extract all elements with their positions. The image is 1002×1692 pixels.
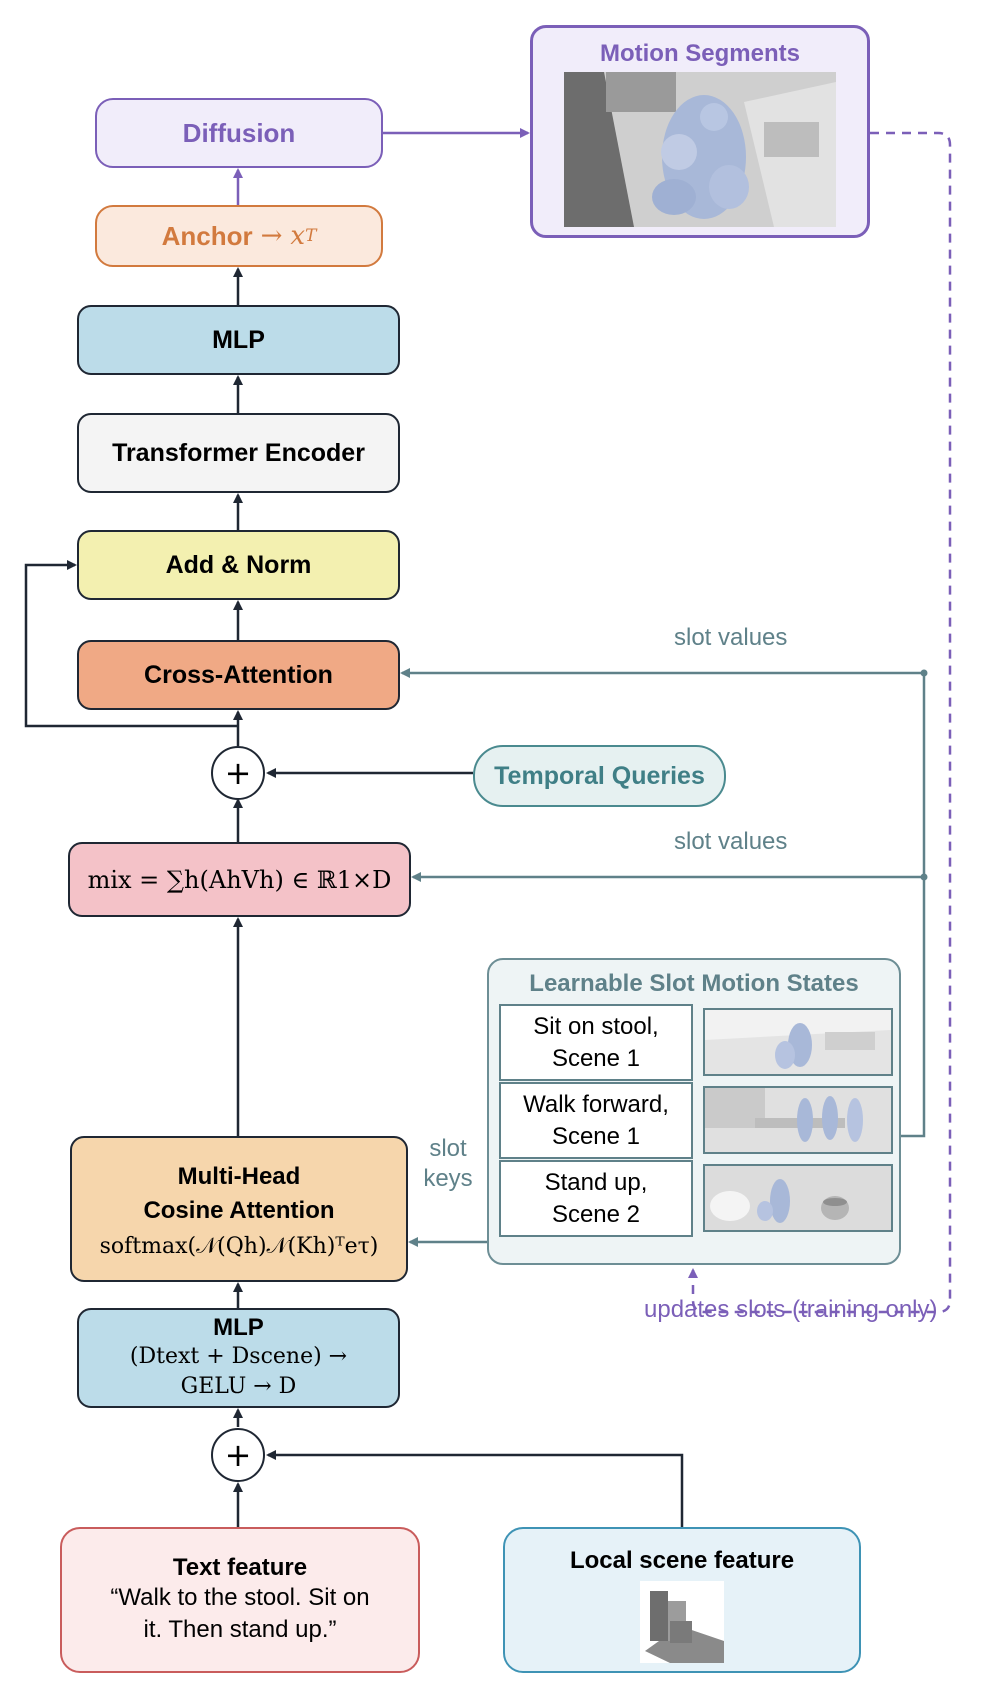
transformer-encoder-label: Transformer Encoder	[112, 438, 365, 467]
slot-row: Stand up, Scene 2	[499, 1160, 893, 1237]
temporal-queries-label: Temporal Queries	[494, 761, 705, 790]
mlp-bottom-formula-2: GELU → D	[180, 1374, 297, 1399]
anchor-arrow: →	[260, 221, 283, 251]
diffusion-box: Diffusion	[95, 98, 383, 168]
motion-segments-box: Motion Segments	[530, 25, 870, 238]
residual-path	[24, 560, 238, 728]
mhca-title-line1: Multi-Head	[177, 1162, 301, 1190]
temporal-queries-box: Temporal Queries	[473, 745, 726, 807]
slot-values-label-mid: slot values	[674, 828, 788, 855]
slot-text: Stand up, Scene 2	[499, 1160, 693, 1237]
motion-segments-image	[564, 72, 836, 227]
plus-circle-lower: +	[211, 1428, 265, 1482]
slot-values-trunk	[901, 673, 926, 1138]
text-feature-title: Text feature	[172, 1554, 308, 1581]
mlp-bottom-label: MLP	[213, 1314, 264, 1341]
arrow-local-to-plus	[266, 1450, 684, 1527]
mhca-title-line2: Cosine Attention	[143, 1196, 335, 1224]
anchor-var: x	[290, 221, 306, 251]
diffusion-label: Diffusion	[182, 117, 296, 148]
slot-image	[703, 1086, 893, 1154]
slot-text-line1: Walk forward,	[523, 1090, 669, 1118]
slots-title: Learnable Slot Motion States	[529, 970, 859, 997]
multi-head-cosine-attention-box: Multi-Head Cosine Attention softmax(𝒩(Qh…	[70, 1136, 408, 1282]
update-slots-path	[688, 131, 952, 1314]
slot-text-line2: Scene 1	[551, 1122, 641, 1150]
slot-image	[703, 1164, 893, 1232]
slot-keys-label-line2: keys	[423, 1165, 473, 1192]
slot-values-label-top: slot values	[674, 624, 788, 651]
anchor-label: Anchor	[161, 220, 253, 251]
learnable-slot-motion-states-box: Learnable Slot Motion States Sit on stoo…	[487, 958, 901, 1265]
mix-box: mix = ∑h(AhVh) ∈ ℝ1×D	[68, 842, 411, 917]
mlp-bottom-box: MLP (Dtext + Dscene) → GELU → D	[77, 1308, 400, 1408]
mlp-bottom-formula-1: (Dtext + Dscene) →	[129, 1344, 348, 1369]
slot-keys-label-line1: slot	[429, 1135, 467, 1162]
mhca-formula: softmax(𝒩(Qh)𝒩(Kh)ᵀeτ)	[99, 1233, 379, 1259]
mlp-top-label: MLP	[212, 325, 265, 354]
junction-dot	[920, 873, 928, 881]
slot-text-line1: Sit on stool,	[533, 1012, 659, 1040]
motion-segments-title: Motion Segments	[599, 40, 800, 67]
slot-text: Sit on stool, Scene 1	[499, 1004, 693, 1081]
slot-text-line2: Scene 2	[551, 1200, 641, 1228]
transformer-encoder-box: Transformer Encoder	[77, 413, 400, 493]
anchor-sub: T	[305, 226, 317, 246]
slot-row: Sit on stool, Scene 1	[499, 1004, 893, 1081]
text-feature-box: Text feature “Walk to the stool. Sit on …	[60, 1527, 420, 1673]
add-norm-label: Add & Norm	[165, 550, 312, 579]
junction-dot	[920, 669, 928, 677]
local-scene-feature-title: Local scene feature	[569, 1547, 795, 1574]
mlp-top-box: MLP	[77, 305, 400, 375]
slot-keys-label: slot keys	[418, 1134, 478, 1194]
slot-row: Walk forward, Scene 1	[499, 1082, 893, 1159]
updates-slots-label: updates slots (training only)	[644, 1296, 938, 1323]
local-scene-image	[640, 1581, 724, 1663]
add-norm-box: Add & Norm	[77, 530, 400, 600]
slot-text-line2: Scene 1	[551, 1044, 641, 1072]
slot-image	[703, 1008, 893, 1076]
plus-circle-upper: +	[211, 746, 265, 800]
cross-attention-box: Cross-Attention	[77, 640, 400, 710]
cross-attention-label: Cross-Attention	[144, 660, 333, 689]
local-scene-feature-box: Local scene feature	[503, 1527, 861, 1673]
slot-text-line1: Stand up,	[544, 1168, 648, 1196]
mix-formula: mix = ∑h(AhVh) ∈ ℝ1×D	[87, 865, 392, 894]
slot-text: Walk forward, Scene 1	[499, 1082, 693, 1159]
text-feature-quote: “Walk to the stool. Sit on it. Then stan…	[110, 1584, 370, 1643]
